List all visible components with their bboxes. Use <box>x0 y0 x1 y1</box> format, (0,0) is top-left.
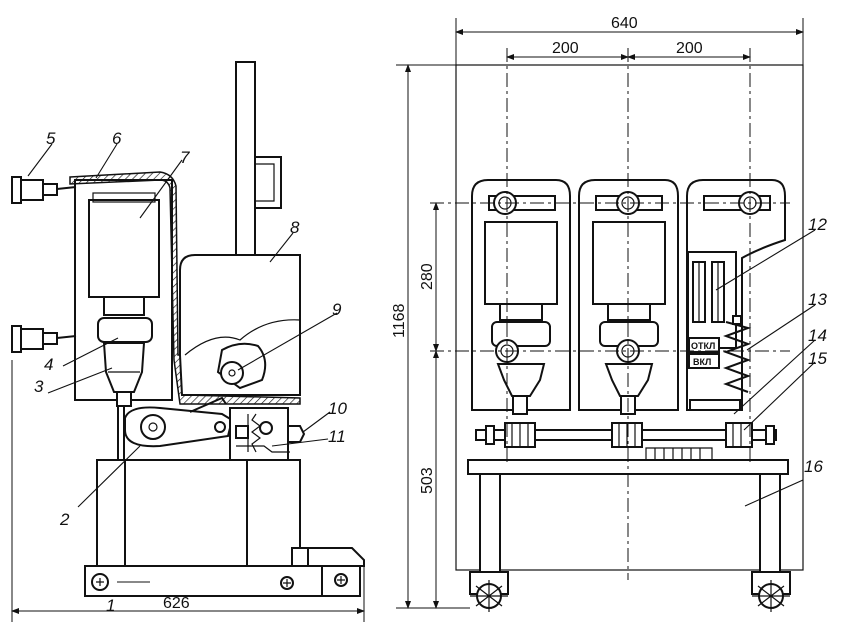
callout-16: 16 <box>804 457 823 476</box>
pole-housing-right: ОТКЛ ВКЛ <box>686 179 786 411</box>
callout-3: 3 <box>34 377 44 396</box>
label-on: ВКЛ <box>693 357 711 367</box>
callout-6: 6 <box>112 129 122 148</box>
front-outline <box>455 64 804 571</box>
side-view <box>11 61 365 597</box>
dim-total-height: 1168 <box>391 303 408 338</box>
pole-housing-middle <box>578 179 679 415</box>
mast-handle <box>255 156 282 209</box>
dim-total-width: 640 <box>611 15 638 32</box>
vacuum-chamber <box>88 199 160 298</box>
callout-15: 15 <box>808 349 827 368</box>
base-frame <box>84 565 349 597</box>
callout-11: 11 <box>328 427 346 446</box>
dim-lower-height: 503 <box>419 467 436 494</box>
callout-14: 14 <box>808 326 827 345</box>
callout-7: 7 <box>180 148 190 167</box>
drive-box <box>179 254 301 396</box>
callout-12: 12 <box>808 215 827 234</box>
callout-9: 9 <box>332 300 342 319</box>
contact-cone <box>102 342 146 393</box>
lower-cabinet <box>96 459 301 571</box>
dim-upper-height: 280 <box>419 263 436 290</box>
front-view-dimensions: 640 200 200 1168 280 503 <box>391 15 804 609</box>
pole-housing-left <box>471 179 571 415</box>
callout-10: 10 <box>328 399 347 418</box>
callout-1: 1 <box>106 596 115 615</box>
callout-13: 13 <box>808 290 827 309</box>
dim-base-length: 626 <box>163 595 190 612</box>
upper-terminal <box>11 176 77 204</box>
callout-2: 2 <box>59 510 70 529</box>
front-view: ОТКЛ ВКЛ <box>430 48 804 612</box>
insulating-cover <box>69 171 301 405</box>
closing-spring <box>723 321 752 393</box>
dim-pole-spacing-left: 200 <box>552 40 579 57</box>
callout-8: 8 <box>290 218 300 237</box>
wheel-right <box>751 571 791 612</box>
label-off: ОТКЛ <box>691 341 715 351</box>
mast <box>235 61 256 258</box>
side-view-dimensions: 626 <box>11 360 365 622</box>
callout-5: 5 <box>46 129 56 148</box>
lower-terminal <box>11 325 77 353</box>
callouts: 1 2 3 4 5 6 7 8 9 10 11 12 13 14 15 16 <box>27 129 827 615</box>
callout-4: 4 <box>44 355 53 374</box>
dim-pole-spacing-right: 200 <box>676 40 703 57</box>
wheel-left <box>469 571 509 612</box>
